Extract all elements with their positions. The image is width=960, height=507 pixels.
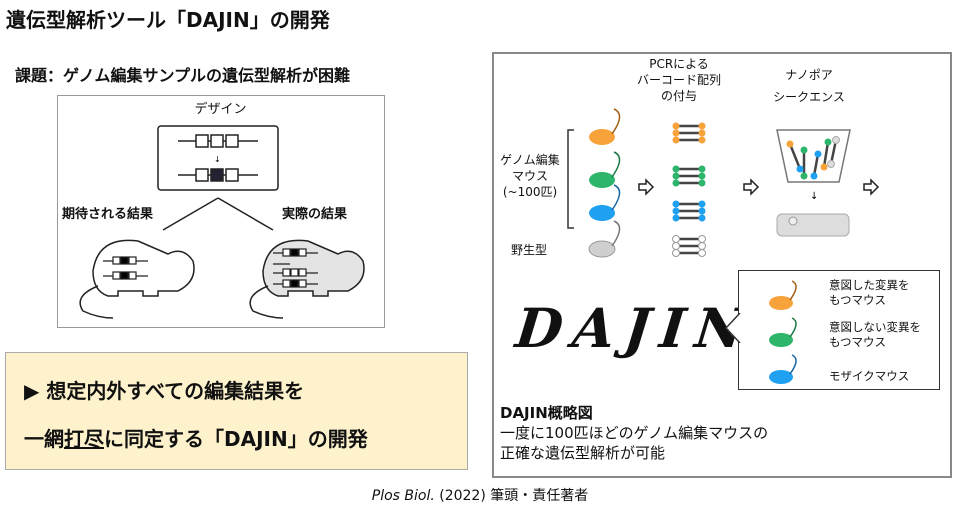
orange-mouse-icon (589, 108, 621, 145)
design-diagram-graphic: ↓ (79, 125, 365, 319)
journal-name: Plos Biol. (371, 488, 435, 504)
wildtype-label: 野生型 (510, 243, 547, 257)
green-mouse-icon (769, 333, 793, 347)
design-label: デザイン (194, 102, 247, 117)
legend-unintended: 意図しない変異を もつマウス (829, 320, 921, 349)
caption-line-2: 正確な遺伝型解析が可能 (500, 444, 666, 462)
legend-mice (769, 280, 797, 384)
orange-mouse-icon (769, 296, 793, 310)
green-mouse-icon (589, 151, 621, 188)
goal-text-underlined: 打尽 (64, 427, 104, 451)
design-diagram-panel: デザイン 期待される結果 実際の結果 ↓ (57, 95, 385, 328)
dajin-overview-panel: PCRによる バーコード配列 の付与 ナノポア シークエンス ゲノム編集 マウス… (492, 52, 952, 478)
edited-mice-label: ゲノム編集 マウス (~100匹) (500, 153, 560, 199)
callout-pointer (725, 313, 741, 343)
legend-mosaic: モザイクマウス (829, 369, 910, 383)
mouse-type-legend: 意図した変異を もつマウス 意図しない変異を もつマウス モザイクマウス (725, 270, 940, 390)
goal-highlight-box: ▶ 想定内外すべての編集結果を 一網打尽に同定する「DAJIN」の開発 (5, 352, 468, 470)
step-nanopore-label: ナノポア シークエンス (773, 68, 845, 104)
citation-detail: (2022) 筆頭・責任著者 (434, 488, 589, 504)
caption-title: DAJIN概略図 (500, 404, 593, 422)
goal-line-1: ▶ 想定内外すべての編集結果を (24, 379, 305, 403)
actual-result-label: 実際の結果 (282, 207, 348, 222)
sequencer-device-icon (776, 213, 850, 237)
svg-text:↓: ↓ (214, 155, 221, 164)
goal-line-2: 一網打尽に同定する「DAJIN」の開発 (24, 423, 368, 452)
svg-text:↓: ↓ (810, 191, 818, 202)
dajin-logo: DAJIN (512, 296, 759, 360)
goal-text-b: に同定する「DAJIN」の開発 (104, 427, 368, 451)
blue-mouse-icon (769, 370, 793, 384)
goal-text-a: 一網 (24, 427, 64, 451)
problem-subtitle: 課題：ゲノム編集サンプルの遺伝型解析が困難 (15, 66, 351, 85)
gray-mouse-icon (588, 220, 621, 258)
legend-intended: 意図した変異を もつマウス (829, 278, 910, 307)
citation: Plos Biol. (2022) 筆頭・責任著者 (0, 485, 960, 505)
blue-mouse-icon (589, 184, 621, 221)
caption-line-1: 一度に100匹ほどのゲノム編集マウスの (500, 424, 769, 442)
expected-result-label: 期待される結果 (62, 207, 154, 222)
workflow-graphic: ↓ (567, 108, 880, 258)
step-barcode-label: PCRによる バーコード配列 の付与 (636, 57, 721, 103)
slide-title: 遺伝型解析ツール「DAJIN」の開発 (6, 8, 330, 32)
